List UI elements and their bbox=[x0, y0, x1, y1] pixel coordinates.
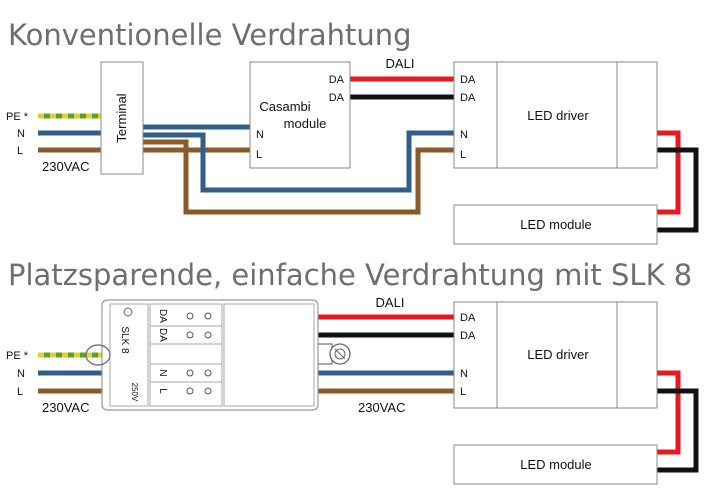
slk8-terminal-n: N bbox=[157, 369, 168, 376]
bottom-led-driver bbox=[453, 301, 658, 409]
slk8-rating: 250V bbox=[130, 383, 139, 402]
bottom-driver-da1: DA bbox=[460, 312, 476, 324]
bottom-driver-n: N bbox=[460, 368, 468, 380]
bottom-l-label: L bbox=[17, 386, 23, 398]
top-title: Konventionelle Verdrahtung bbox=[8, 18, 412, 52]
bottom-led-driver-label: LED driver bbox=[527, 347, 589, 362]
pe-clamp-icon bbox=[85, 344, 111, 366]
top-terminal-label: Terminal bbox=[114, 93, 129, 142]
slk8-terminal bbox=[101, 299, 319, 411]
top-dali-label: DALI bbox=[386, 56, 415, 71]
top-casambi-da1: DA bbox=[329, 74, 345, 86]
cable-clamp-icon bbox=[318, 343, 351, 365]
bottom-module-wire-black bbox=[657, 388, 699, 473]
bottom-voltage-right: 230VAC bbox=[358, 400, 405, 415]
bottom-dali-label: DALI bbox=[376, 295, 405, 310]
bottom-n-label: N bbox=[17, 368, 25, 380]
slk8-name: SLK 8 bbox=[119, 326, 130, 354]
top-driver-n: N bbox=[460, 129, 468, 141]
top-led-module bbox=[453, 204, 658, 245]
top-driver-da2: DA bbox=[460, 92, 476, 104]
top-terminal-driver-l-wire bbox=[143, 139, 454, 215]
bottom-driver-l: L bbox=[460, 386, 466, 398]
top-n-label: N bbox=[17, 128, 25, 140]
bottom-module-wire-red bbox=[657, 370, 681, 455]
top-casambi-n: N bbox=[256, 129, 264, 141]
top-voltage-label: 230VAC bbox=[42, 159, 89, 174]
top-l-label: L bbox=[17, 145, 23, 157]
slk8-terminal-da2: DA bbox=[157, 328, 168, 342]
slk8-screw-icon bbox=[123, 307, 133, 317]
bottom-driver-da2: DA bbox=[460, 330, 476, 342]
bottom-pe-label: PE * bbox=[6, 350, 29, 362]
bottom-title: Platzsparende, einfache Verdrahtung mit … bbox=[8, 258, 692, 292]
top-module-wire-red bbox=[657, 130, 681, 215]
slk8-terminal-da1: DA bbox=[157, 309, 168, 323]
top-led-module-label: LED module bbox=[520, 217, 592, 232]
top-casambi-l: L bbox=[256, 149, 262, 161]
top-casambi-label-2: module bbox=[284, 116, 327, 131]
top-terminal-block bbox=[100, 61, 144, 175]
slk8-terminal-l: L bbox=[157, 388, 168, 394]
top-driver-l: L bbox=[460, 149, 466, 161]
top-module-wire-black bbox=[657, 147, 699, 233]
top-casambi-da2: DA bbox=[329, 92, 345, 104]
top-pe-label: PE * bbox=[6, 111, 29, 123]
bottom-led-module-label: LED module bbox=[520, 457, 592, 472]
bottom-led-module bbox=[453, 444, 658, 485]
top-casambi-module bbox=[249, 61, 351, 169]
top-driver-da1: DA bbox=[460, 74, 476, 86]
top-led-driver bbox=[453, 61, 658, 169]
bottom-voltage-left: 230VAC bbox=[42, 400, 89, 415]
top-led-driver-label: LED driver bbox=[527, 108, 589, 123]
top-casambi-label-1: Casambi bbox=[259, 99, 310, 114]
top-terminal-driver-n-wire bbox=[143, 130, 454, 193]
